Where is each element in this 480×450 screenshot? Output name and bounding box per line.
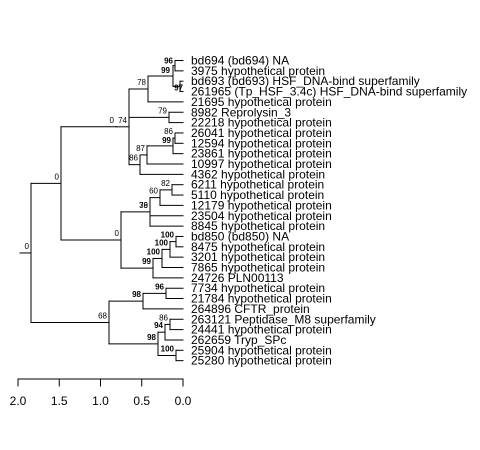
leaf-label: bd850 (bd850) NA — [191, 229, 289, 243]
bootstrap-value: 39 — [139, 201, 148, 210]
leaf-label: bd694 (bd694) NA — [191, 54, 289, 68]
bootstrap-value: 94 — [154, 321, 163, 330]
leaf-label: 3201 hypothetical protein — [191, 250, 325, 264]
leaf-label: 23861 hypothetical protein — [191, 147, 332, 161]
bootstrap-value: 78 — [137, 78, 146, 87]
axis-tick-label: 2.0 — [10, 394, 27, 408]
bootstrap-value: 100 — [161, 231, 175, 240]
leaf-label: 21695 hypothetical protein — [191, 95, 332, 109]
bootstrap-value: 100 — [147, 247, 161, 256]
leaf-label: 26041 hypothetical protein — [191, 126, 332, 140]
bootstrap-value: 87 — [136, 144, 145, 153]
bootstrap-value: 96 — [155, 282, 164, 291]
bootstrap-value: 86 — [159, 313, 168, 322]
bootstrap-value: 98 — [132, 290, 141, 299]
bootstrap-value: 76 — [139, 201, 148, 210]
leaf-label: 21784 hypothetical protein — [191, 292, 332, 306]
bootstrap-value: 0 — [110, 116, 115, 125]
bootstrap-value: 98 — [147, 333, 156, 342]
bootstrap-value: 86 — [164, 127, 173, 136]
bootstrap-value: 99 — [142, 257, 151, 266]
tree-branches — [19, 60, 184, 362]
leaf-label: 12594 hypothetical protein — [191, 136, 332, 150]
bootstrap-value: 0 — [115, 229, 120, 238]
bootstrap-value: 86 — [129, 154, 138, 163]
leaf-label: 261965 (Tp_HSF_3.4c) HSF_DNA-bind superf… — [191, 85, 467, 99]
leaf-label: 12179 hypothetical protein — [191, 198, 332, 212]
bootstrap-value: 99 — [161, 66, 170, 75]
leaf-label: 8845 hypothetical protein — [191, 219, 325, 233]
bootstrap-value: 100 — [161, 344, 175, 353]
bootstrap-value: 100 — [155, 238, 169, 247]
bootstrap-value: 97 — [174, 83, 183, 92]
leaf-label: 25280 hypothetical protein — [191, 354, 332, 368]
leaf-label: 4362 hypothetical protein — [191, 167, 325, 181]
scale-axis: 2.0 1.5 1.0 0.5 0.0 — [10, 378, 192, 408]
leaf-label: 24726 PLN00113 — [191, 271, 284, 285]
axis-tick-label: 0.5 — [133, 394, 150, 408]
leaf-label: 22218 hypothetical protein — [191, 116, 332, 130]
leaf-label: 23504 hypothetical protein — [191, 209, 332, 223]
axis-tick-label: 1.0 — [92, 394, 109, 408]
bootstrap-value: 99 — [162, 136, 171, 145]
leaf-label: 10997 hypothetical protein — [191, 157, 332, 171]
leaf-label: 6211 hypothetical protein — [191, 178, 324, 192]
leaf-label: 25904 hypothetical protein — [191, 343, 332, 357]
leaf-label: 5110 hypothetical protein — [191, 188, 324, 202]
leaf-label: 262659 Tryp_SPc — [191, 333, 286, 347]
leaf-label: 264896 CFTR_protein — [191, 302, 310, 316]
leaf-label: 7734 hypothetical protein — [191, 281, 325, 295]
leaf-label: bd693 (bd693) HSF_DNA-bind superfamily — [191, 74, 420, 88]
bootstrap-value: 74 — [118, 116, 127, 125]
axis-tick-label: 1.5 — [51, 394, 68, 408]
bootstrap-value: 96 — [164, 57, 173, 66]
bootstrap-value: 0 — [55, 172, 60, 181]
leaf-label: 8982 Reprolysin_3 — [191, 105, 291, 119]
leaf-label: 24441 hypothetical protein — [191, 323, 332, 337]
axis-tick-label: 0.0 — [175, 394, 192, 408]
bootstrap-values: 9699977874798699878608260763910010010099… — [25, 57, 184, 354]
leaf-label: 3975 hypothetical protein — [191, 64, 325, 78]
leaf-label: 263121 Peptidase_M8 superfamily — [191, 312, 376, 326]
bootstrap-value: 60 — [149, 187, 158, 196]
bootstrap-value: 68 — [98, 311, 107, 320]
bootstrap-value: 0 — [25, 242, 30, 251]
leaf-label: 8475 hypothetical protein — [191, 240, 325, 254]
bootstrap-value: 79 — [158, 106, 167, 115]
bootstrap-value: 82 — [161, 179, 170, 188]
leaf-label: 7865 hypothetical protein — [191, 261, 325, 275]
